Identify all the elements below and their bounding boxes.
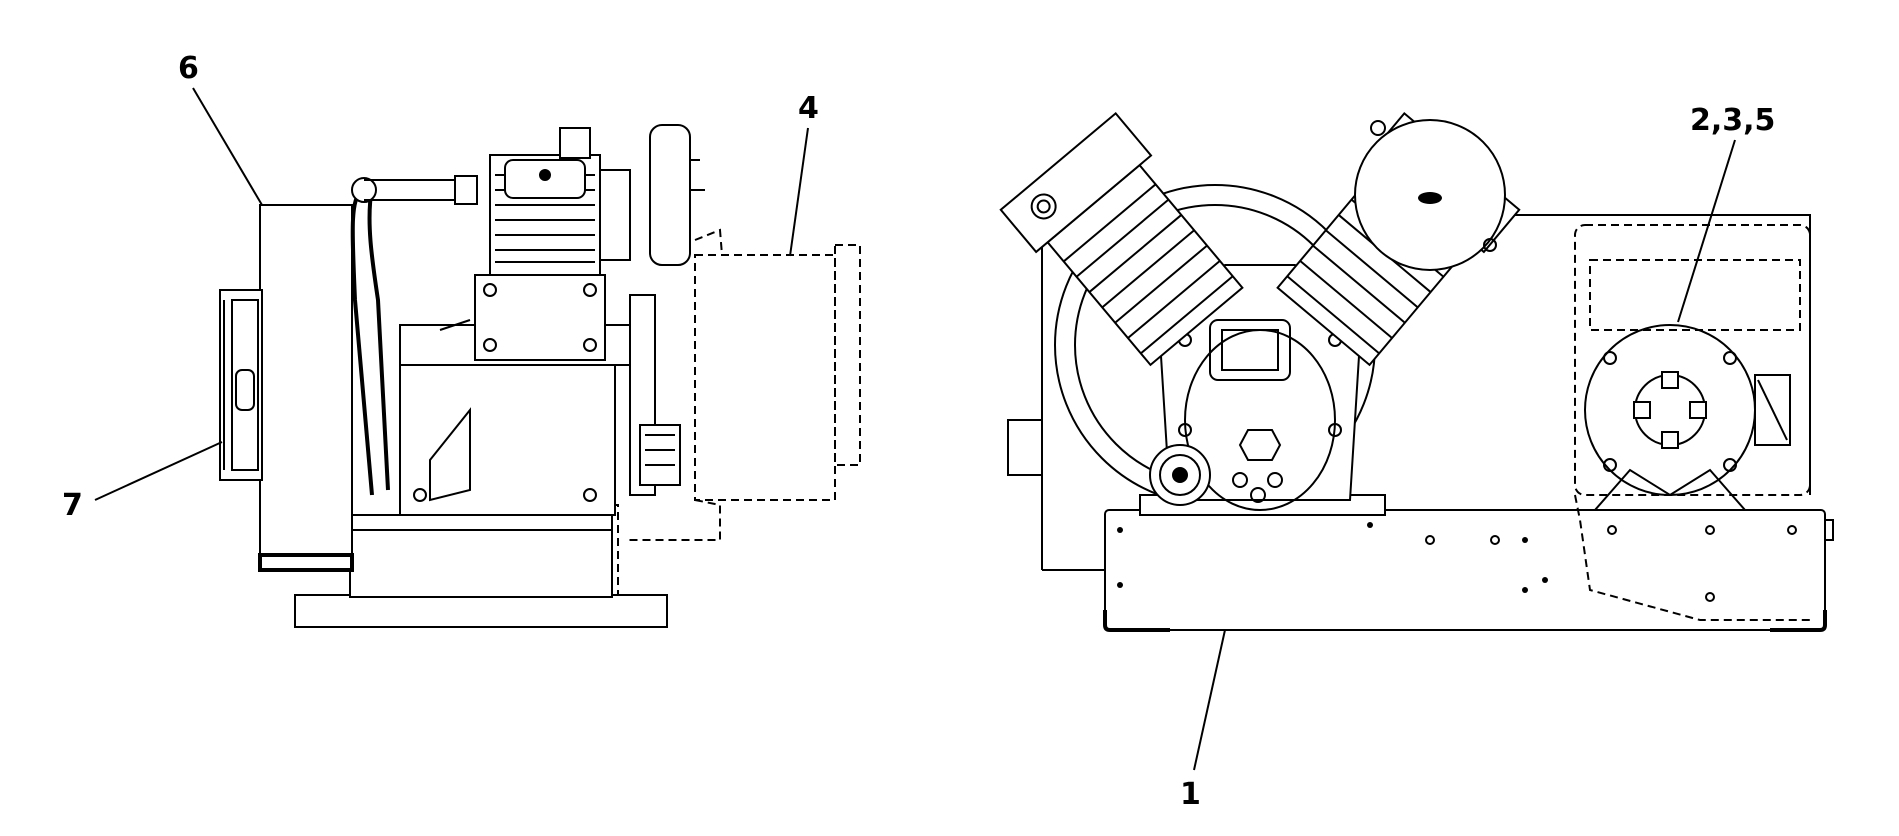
callout-2-3-5: 2,3,5: [1690, 103, 1775, 138]
callout-1: 1: [1180, 777, 1201, 812]
belt-guard: [258, 204, 354, 572]
front-air-filter: [1354, 119, 1506, 271]
pressure-switch: [629, 294, 681, 496]
side-air-filter: [649, 124, 705, 266]
side-view-frame-outline: [612, 504, 667, 596]
callout-4: 4: [798, 91, 819, 126]
leader-line-7: [94, 441, 223, 501]
pump-cylinder: [474, 127, 631, 361]
leader-line-6: [192, 87, 263, 206]
side-view: [219, 124, 861, 628]
callout-labels: 6 7 4 1 2,3,5: [62, 51, 1775, 812]
drive-belt: [350, 177, 390, 496]
callout-6: 6: [178, 51, 199, 86]
front-view: [999, 111, 1834, 632]
leader-line-235: [1677, 139, 1736, 323]
receiver-base: [1103, 509, 1834, 632]
electric-motor: [1574, 224, 1811, 621]
leader-lines: [94, 87, 1736, 771]
leader-line-1: [1193, 629, 1226, 771]
small-pulley: [1149, 444, 1211, 506]
air-line: [364, 175, 478, 205]
left-cylinder: [999, 111, 1244, 367]
side-view-motor-outline: [625, 228, 861, 541]
pulley-hub: [219, 289, 263, 481]
leader-line-4: [789, 127, 809, 257]
side-view-base: [294, 514, 668, 628]
callout-7: 7: [62, 488, 83, 523]
